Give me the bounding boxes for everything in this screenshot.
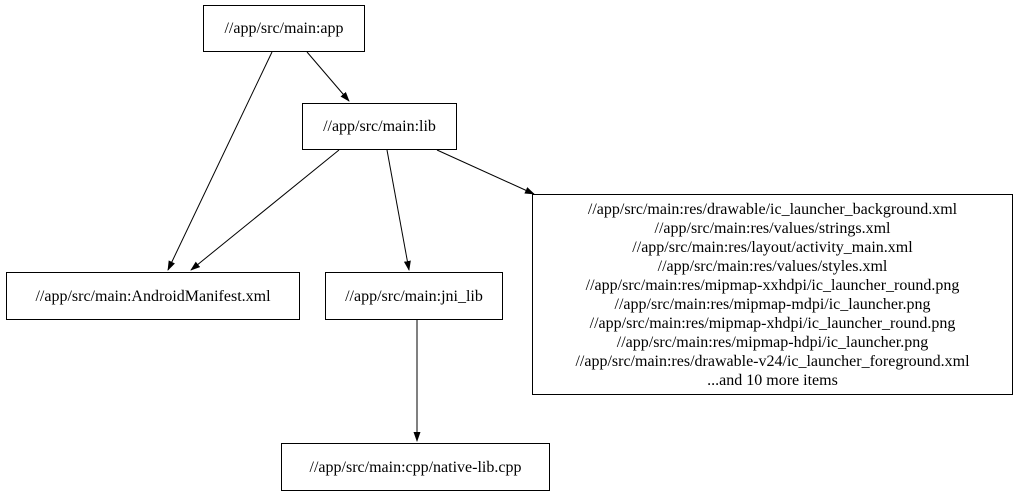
node-label-jni-lib: //app/src/main:jni_lib xyxy=(345,287,483,305)
res-group-line: //app/src/main:res/mipmap-xxhdpi/ic_laun… xyxy=(585,276,960,294)
res-group-line: //app/src/main:res/mipmap-hdpi/ic_launch… xyxy=(616,333,929,351)
graph-node-lib: //app/src/main:lib xyxy=(302,103,457,150)
node-label-lib: //app/src/main:lib xyxy=(323,118,436,135)
res-group-line: //app/src/main:res/drawable-v24/ic_launc… xyxy=(575,352,970,370)
node-label-android-manifest: //app/src/main:AndroidManifest.xml xyxy=(35,287,271,305)
node-label-app: //app/src/main:app xyxy=(224,20,344,37)
edge-lib-to-jni-lib xyxy=(386,149,411,271)
res-group-line: //app/src/main:res/mipmap-mdpi/ic_launch… xyxy=(614,295,931,313)
edge-lib-to-res-group xyxy=(436,149,535,195)
edge-app-to-android-manifest xyxy=(167,51,273,271)
graph-node-jni-lib: //app/src/main:jni_lib xyxy=(325,272,503,320)
res-group-line: //app/src/main:res/values/styles.xml xyxy=(657,257,888,275)
res-group-line: //app/src/main:res/drawable/ic_launcher_… xyxy=(587,200,958,218)
res-group-line: //app/src/main:res/values/strings.xml xyxy=(654,219,891,237)
graph-node-app: //app/src/main:app xyxy=(203,5,365,52)
graph-node-res-group: //app/src/main:res/drawable/ic_launcher_… xyxy=(532,194,1013,395)
graph-node-native-lib: //app/src/main:cpp/native-lib.cpp xyxy=(281,443,550,491)
res-group-more-items: ...and 10 more items xyxy=(707,371,838,389)
graph-node-android-manifest: //app/src/main:AndroidManifest.xml xyxy=(6,272,300,320)
edge-app-to-lib xyxy=(306,51,350,102)
res-group-line: //app/src/main:res/mipmap-xhdpi/ic_launc… xyxy=(589,314,956,332)
node-label-native-lib: //app/src/main:cpp/native-lib.cpp xyxy=(309,458,522,476)
edge-lib-to-android-manifest xyxy=(190,149,340,271)
res-group-line: //app/src/main:res/layout/activity_main.… xyxy=(632,238,913,256)
